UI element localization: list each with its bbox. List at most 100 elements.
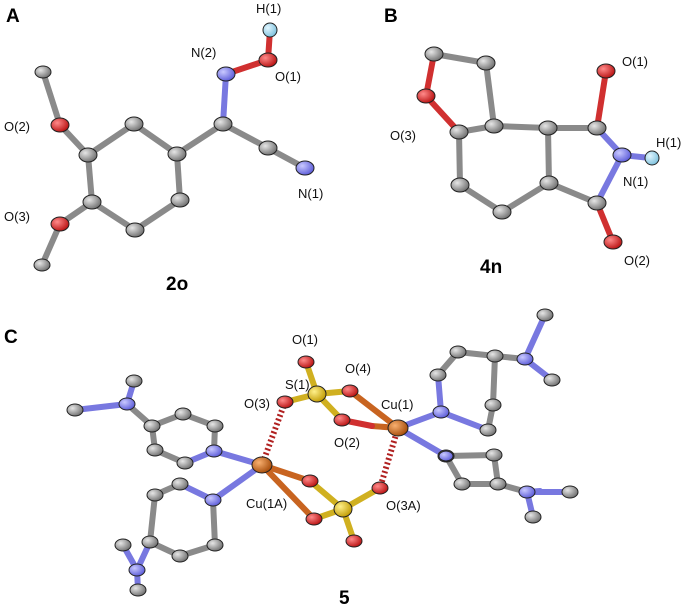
atom-nitrogen: [518, 485, 536, 499]
atom-carbon: [176, 456, 194, 470]
atom-carbon: [33, 258, 51, 272]
atom-carbon: [450, 177, 470, 193]
panel-a-labels: H(1) N(2) O(1) O(2) O(3) N(1): [4, 1, 323, 224]
atom-oxygen: [297, 355, 315, 369]
atom-carbon: [114, 538, 132, 552]
atom-nitrogen: [612, 147, 632, 163]
panel-b-bonds: [423, 51, 653, 245]
compound-label-2o: 2o: [166, 274, 188, 295]
label-h1: H(1): [656, 135, 681, 150]
panel-a-atoms: [33, 22, 315, 272]
atom-carbon: [453, 477, 471, 491]
atom-carbon: [561, 485, 579, 499]
atom-nitrogen: [295, 160, 315, 176]
label-n1: N(1): [298, 186, 323, 201]
atom-carbon: [129, 583, 147, 597]
atom-hydrogen: [644, 150, 660, 166]
atom-carbon: [213, 116, 233, 132]
panel-c-letter: C: [4, 327, 18, 348]
atom-carbon: [171, 477, 189, 491]
label-n1: N(1): [623, 174, 648, 189]
label-h1: H(1): [256, 1, 281, 16]
atom-carbon: [141, 535, 159, 549]
atom-carbon: [146, 488, 164, 502]
atom-carbon: [536, 308, 554, 322]
atom-oxygen: [276, 395, 294, 409]
label-cu1: Cu(1): [381, 397, 414, 412]
label-o1: O(1): [292, 332, 318, 347]
label-o3: O(3): [244, 396, 270, 411]
atom-carbon: [449, 124, 469, 140]
atom-oxygen: [50, 117, 70, 133]
atom-carbon: [82, 194, 102, 210]
panel-b-labels: O(1) O(3) H(1) N(1) O(2): [390, 54, 681, 268]
atom-carbon: [125, 222, 145, 238]
atom-nitrogen: [516, 352, 534, 366]
label-o1: O(1): [275, 69, 301, 84]
label-o4: O(4): [345, 361, 371, 376]
label-o3: O(3): [390, 128, 416, 143]
panel-b-letter: B: [384, 6, 398, 27]
label-s1: S(1): [285, 377, 310, 392]
atom-carbon: [485, 448, 503, 462]
panel-c-labels: O(1) O(4) O(3) S(1) Cu(1) O(2) Cu(1A) O(…: [244, 332, 421, 513]
atom-carbon: [174, 407, 192, 421]
atom-carbon: [524, 510, 542, 524]
label-o2: O(2): [4, 119, 30, 134]
atom-carbon: [424, 46, 444, 62]
panel-c-atoms: [66, 308, 579, 597]
atom-nitrogen: [438, 450, 454, 462]
atom-oxygen: [341, 384, 359, 398]
atom-carbon: [146, 443, 164, 457]
atom-oxygen: [603, 234, 623, 250]
label-o1: O(1): [622, 54, 648, 69]
atom-nitrogen: [118, 397, 136, 411]
atom-nitrogen: [128, 563, 146, 577]
atom-copper: [387, 419, 409, 437]
atom-oxygen: [333, 413, 351, 427]
atom-carbon: [429, 368, 447, 382]
panel-b-atoms: [416, 46, 660, 250]
atom-carbon: [484, 398, 502, 412]
atom-carbon: [479, 423, 497, 437]
atom-carbon: [34, 65, 52, 79]
atom-carbon: [78, 147, 98, 163]
compound-label-5: 5: [339, 588, 350, 609]
atom-nitrogen: [216, 66, 236, 82]
atom-carbon: [543, 373, 561, 387]
label-o2: O(2): [624, 253, 650, 268]
atom-carbon: [143, 419, 161, 433]
atom-oxygen: [301, 474, 319, 488]
atom-carbon: [587, 195, 607, 211]
compound-label-4n: 4n: [480, 257, 502, 278]
atom-carbon: [206, 538, 224, 552]
panel-c-structure: C: [4, 308, 579, 609]
atom-carbon: [170, 192, 190, 208]
atom-oxygen: [258, 52, 278, 68]
atom-sulfur: [333, 500, 353, 518]
atom-oxygen: [371, 481, 389, 495]
atom-carbon: [171, 549, 189, 563]
atom-carbon: [538, 120, 558, 136]
label-o3a: O(3A): [386, 498, 421, 513]
atom-nitrogen: [205, 444, 223, 458]
atom-oxygen: [50, 216, 70, 232]
atom-copper: [251, 456, 273, 474]
atom-oxygen: [596, 63, 616, 79]
atom-carbon: [476, 55, 496, 71]
atom-carbon: [489, 477, 507, 491]
label-cu1a: Cu(1A): [246, 496, 287, 511]
label-n2: N(2): [191, 45, 216, 60]
atom-carbon: [206, 419, 224, 433]
panel-b-structure: B: [384, 6, 681, 278]
atom-hydrogen: [262, 22, 278, 38]
atom-carbon: [486, 349, 504, 363]
panel-a-letter: A: [6, 6, 20, 27]
label-o2: O(2): [334, 435, 360, 450]
atom-carbon: [258, 140, 278, 156]
label-o3: O(3): [4, 209, 30, 224]
atom-carbon: [449, 345, 467, 359]
atom-carbon: [484, 118, 504, 134]
atom-carbon: [66, 403, 84, 417]
atom-oxygen: [345, 534, 363, 548]
